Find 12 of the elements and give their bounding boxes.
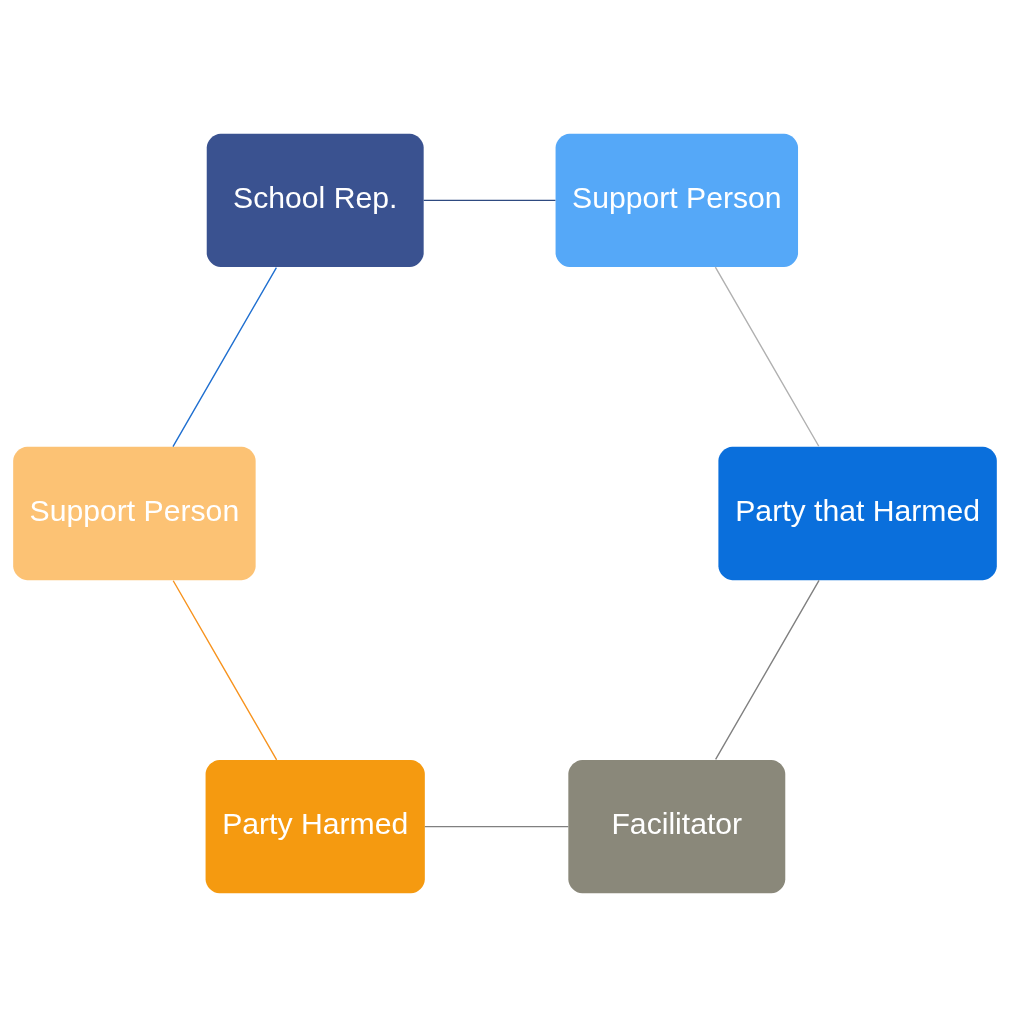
node-box: Party Harmed <box>205 759 425 893</box>
connector <box>424 825 569 827</box>
node-box: Facilitator <box>568 759 786 893</box>
node-box: School Rep. <box>206 133 424 267</box>
connector <box>172 266 278 447</box>
connector <box>714 265 820 447</box>
node-box: Support Person <box>555 133 799 267</box>
connector <box>714 579 820 760</box>
connector <box>423 199 557 201</box>
node-box: Party that Harmed <box>718 446 997 580</box>
node-box: Support Person <box>13 446 256 580</box>
connector <box>172 579 278 761</box>
